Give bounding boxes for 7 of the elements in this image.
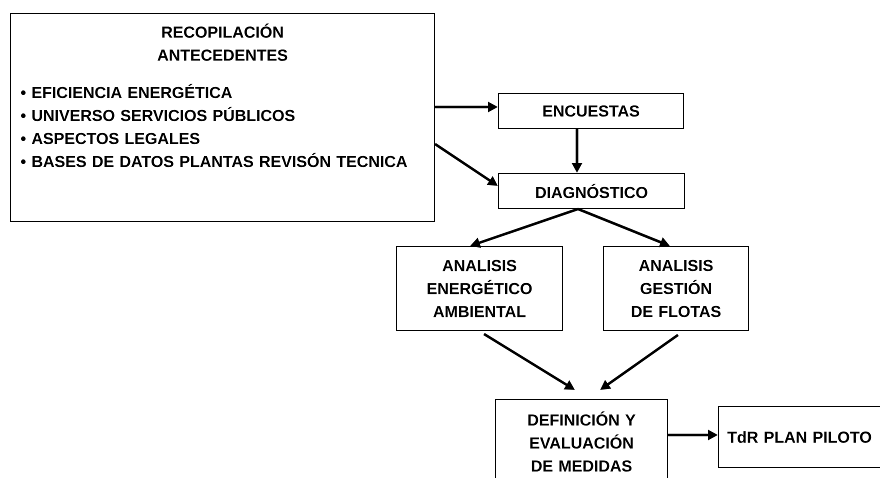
process-box: DEFINICIÓN Y EVALUACIÓN DE MEDIDAS xyxy=(495,399,668,478)
process-box: DIAGNÓSTICO xyxy=(498,173,685,209)
process-box: ANALISIS GESTIÓN DE FLOTAS xyxy=(603,246,749,331)
process-box: ENCUESTAS xyxy=(498,93,684,129)
process-box: ANALISIS ENERGÉTICO AMBIENTAL xyxy=(396,246,563,331)
process-box: RECOPILACIÓN ANTECEDENTES • EFICIENCIA ENERGÉTICA • UNIVERSO SERVICIOS PÚBLICOS • ASPECTOS LEGALES • BASES DE DATOS PLANTAS REVISÓN TECNICA xyxy=(10,13,435,222)
process-box: TdR PLAN PILOTO xyxy=(718,406,880,468)
